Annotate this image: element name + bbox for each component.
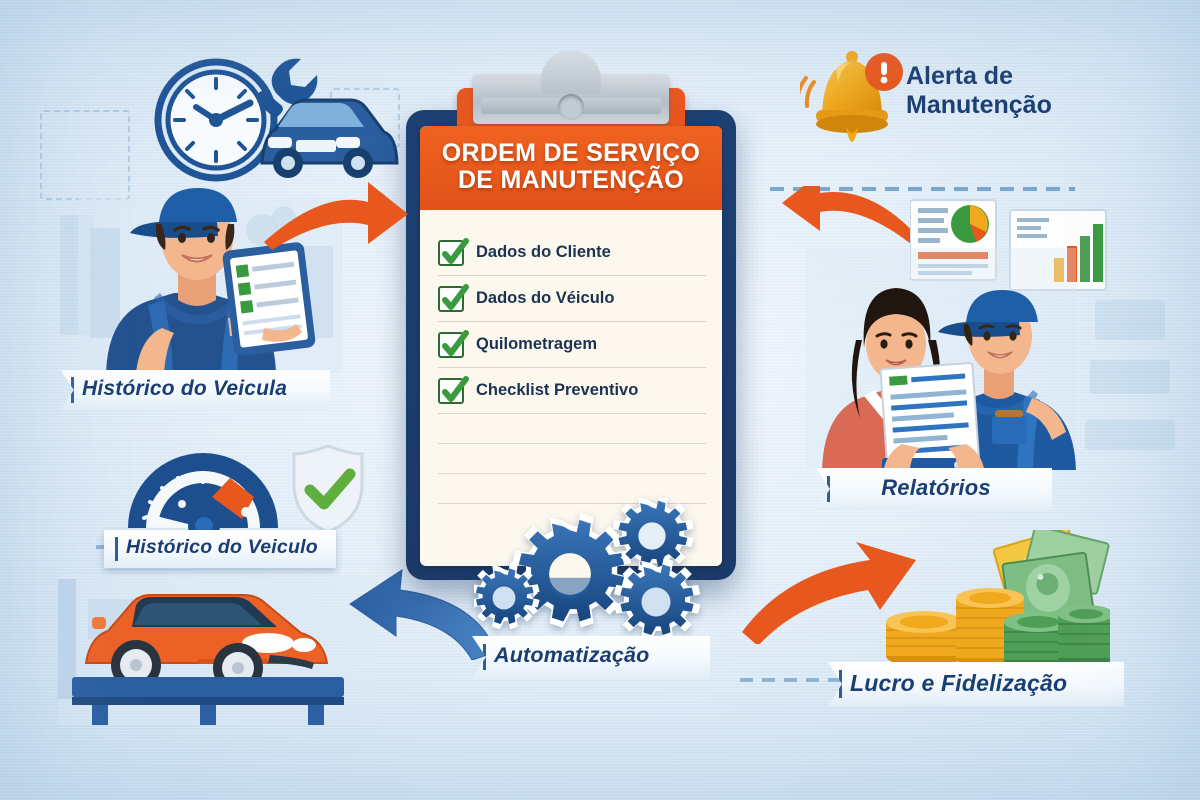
pie-chart-icon	[951, 205, 989, 243]
dashed-connector	[770, 187, 1075, 191]
ghost-decor-shape	[1090, 360, 1170, 394]
checklist-item-label: Checklist Preventivo	[476, 381, 639, 399]
label-automation: Automatização	[472, 636, 710, 678]
arrow-to-car	[349, 569, 497, 660]
label-alert-line2: Manutenção	[906, 90, 1052, 119]
label-automation-text: Automatização	[494, 643, 650, 668]
checklist-item-label: Quilometragem	[476, 335, 598, 353]
checkbox-checked-icon[interactable]	[438, 237, 469, 266]
gear-icon	[470, 562, 540, 630]
clipboard-title-line2: DE MANUTENÇÃO	[457, 166, 685, 194]
lift-platform-icon	[72, 677, 344, 725]
blue-car-icon	[260, 98, 399, 178]
gear-icon	[613, 557, 701, 641]
label-alert: Alerta de Manutenção	[906, 62, 1096, 120]
bell-icon	[794, 42, 905, 147]
checklist-item-label: Dados do Cliente	[476, 243, 611, 261]
scene-orange-car-on-lift	[58, 565, 378, 725]
clipboard-checklist: Dados do Cliente Dados do Véiculo Quilom…	[420, 210, 722, 414]
checkbox-checked-icon[interactable]	[438, 283, 469, 312]
checklist-item[interactable]: Checklist Preventivo	[438, 368, 706, 414]
clock-icon	[154, 58, 278, 182]
scene-gauge	[118, 440, 368, 542]
label-history-top-text: Histórico do Veicula	[82, 376, 288, 400]
arrow-to-clipboard-right	[782, 186, 918, 248]
clipboard: ORDEM DE SERVIÇO DE MANUTENÇÃO Dados do …	[406, 74, 736, 580]
banknote-icon	[992, 525, 1110, 625]
clipboard-title-line1: ORDEM DE SERVIÇO	[441, 139, 701, 167]
clipboard-title-bar: ORDEM DE SERVIÇO DE MANUTENÇÃO	[420, 126, 722, 210]
paper-blank-line	[438, 444, 706, 474]
gear-icon	[612, 494, 694, 573]
scene-mechanic-with-tablet	[78, 168, 343, 373]
checklist-item[interactable]: Dados do Véiculo	[438, 276, 706, 322]
ghost-decor-shape	[1085, 420, 1175, 450]
label-history-bottom: Histórico do Veiculo	[104, 530, 336, 568]
scene-clock-wrench-car	[150, 45, 410, 200]
checklist-item[interactable]: Quilometragem	[438, 322, 706, 368]
arrow-to-money	[742, 542, 916, 644]
checklist-item[interactable]: Dados do Cliente	[438, 230, 706, 276]
scene-report-charts	[909, 196, 1110, 306]
checkbox-checked-icon[interactable]	[438, 329, 469, 358]
ghost-decor-shape	[1095, 300, 1165, 340]
label-history-top: Histórico do Veicula	[60, 370, 330, 410]
scene-gears	[470, 494, 730, 646]
arrow-to-clipboard-left	[264, 182, 408, 250]
paper-blank-line	[438, 474, 706, 504]
paper-blank-line	[438, 414, 706, 444]
shield-check-icon	[292, 444, 364, 534]
label-reports-text: Relatórios	[881, 475, 991, 501]
gear-icon	[512, 512, 632, 628]
label-alert-line1: Alerta de	[906, 62, 1013, 90]
scene-customer-and-mechanic	[806, 248, 1076, 474]
gauge-icon	[128, 453, 278, 542]
label-history-bottom-text: Histórico do Veiculo	[126, 536, 318, 559]
bar-chart-icon	[1054, 224, 1103, 282]
label-profit-text: Lucro e Fidelização	[850, 669, 1068, 696]
label-reports: Relatórios	[816, 468, 1052, 510]
clipboard-paper: ORDEM DE SERVIÇO DE MANUTENÇÃO Dados do …	[420, 126, 722, 566]
green-coins-icon	[1004, 605, 1114, 670]
label-profit: Lucro e Fidelização	[828, 662, 1124, 706]
checkbox-checked-icon[interactable]	[438, 375, 469, 404]
checklist-item-label: Dados do Véiculo	[476, 289, 615, 307]
clipboard-clip-hole	[558, 94, 584, 120]
